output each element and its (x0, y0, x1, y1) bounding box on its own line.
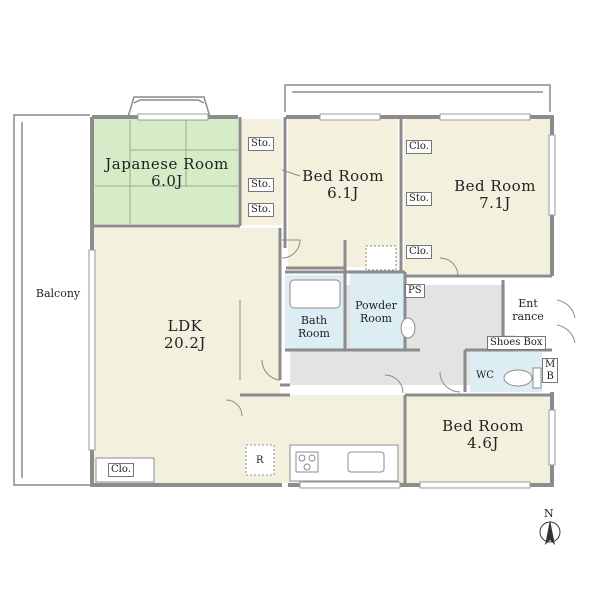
tatami-lines (95, 120, 238, 224)
ldk-label: LDK 20.2J (140, 317, 230, 353)
entrance-floor (505, 285, 551, 335)
japanese-room-size: 6.0J (151, 172, 183, 191)
bed-room-3-label: Bed Room 4.6J (428, 417, 538, 453)
mb-label: M B (542, 358, 559, 383)
bed-room-3-name: Bed Room (442, 417, 524, 435)
bed-room-3-size: 4.6J (467, 434, 499, 453)
ldk-name: LDK (167, 317, 203, 335)
upper-balcony-rail (284, 84, 551, 112)
north-label: N (544, 507, 554, 520)
powder-room-label: Powder Room (355, 299, 397, 325)
powder-room-floor (350, 270, 405, 350)
japanese-room-floor (94, 119, 238, 224)
japanese-room-name: Japanese Room (105, 155, 229, 173)
toilet-tank (532, 367, 542, 389)
closet-label-ldk: Clo. (108, 463, 134, 477)
bed-room-2-size: 7.1J (479, 194, 511, 213)
storage-label-4: Sto. (406, 192, 432, 206)
north-arrow-icon (539, 520, 561, 545)
storage-label-2: Sto. (248, 178, 274, 192)
bath-room-label: Bath Room (298, 314, 330, 340)
ps-label: PS (405, 284, 425, 298)
wc-floor (470, 352, 542, 392)
bath-tub (289, 279, 341, 309)
bed-room-1-label: Bed Room 6.1J (296, 167, 390, 203)
wc-label: WC (476, 370, 494, 381)
kitchen-counter (289, 444, 399, 482)
bed-room-2-name: Bed Room (454, 177, 536, 195)
closet-label-2: Clo. (406, 245, 432, 259)
interior-walls (92, 117, 552, 485)
washing-machine-pan (365, 245, 397, 271)
storage-label-1: Sto. (248, 137, 274, 151)
balcony-area (13, 114, 90, 486)
closet-label-1: Clo. (406, 140, 432, 154)
bed-room-3-floor (406, 395, 551, 483)
shoes-box-label: Shoes Box (487, 336, 546, 350)
ldk-size: 20.2J (164, 334, 206, 353)
refrigerator-label: R (256, 455, 264, 466)
windows (88, 113, 556, 489)
bed-room-1-name: Bed Room (302, 167, 384, 185)
japanese-room-label: Japanese Room 6.0J (104, 155, 230, 191)
washbasin (400, 317, 416, 339)
toilet (503, 369, 533, 387)
entrance-label: Ent rance (512, 297, 544, 323)
bed-room-1-size: 6.1J (327, 184, 359, 203)
bed-room-1-floor (288, 119, 398, 267)
storage-label-3: Sto. (248, 203, 274, 217)
balcony-label: Balcony (35, 287, 81, 300)
refrigerator-space (245, 444, 275, 476)
bed-room-2-label: Bed Room 7.1J (446, 177, 544, 213)
bay-window (127, 96, 211, 118)
door-swings (225, 169, 576, 417)
